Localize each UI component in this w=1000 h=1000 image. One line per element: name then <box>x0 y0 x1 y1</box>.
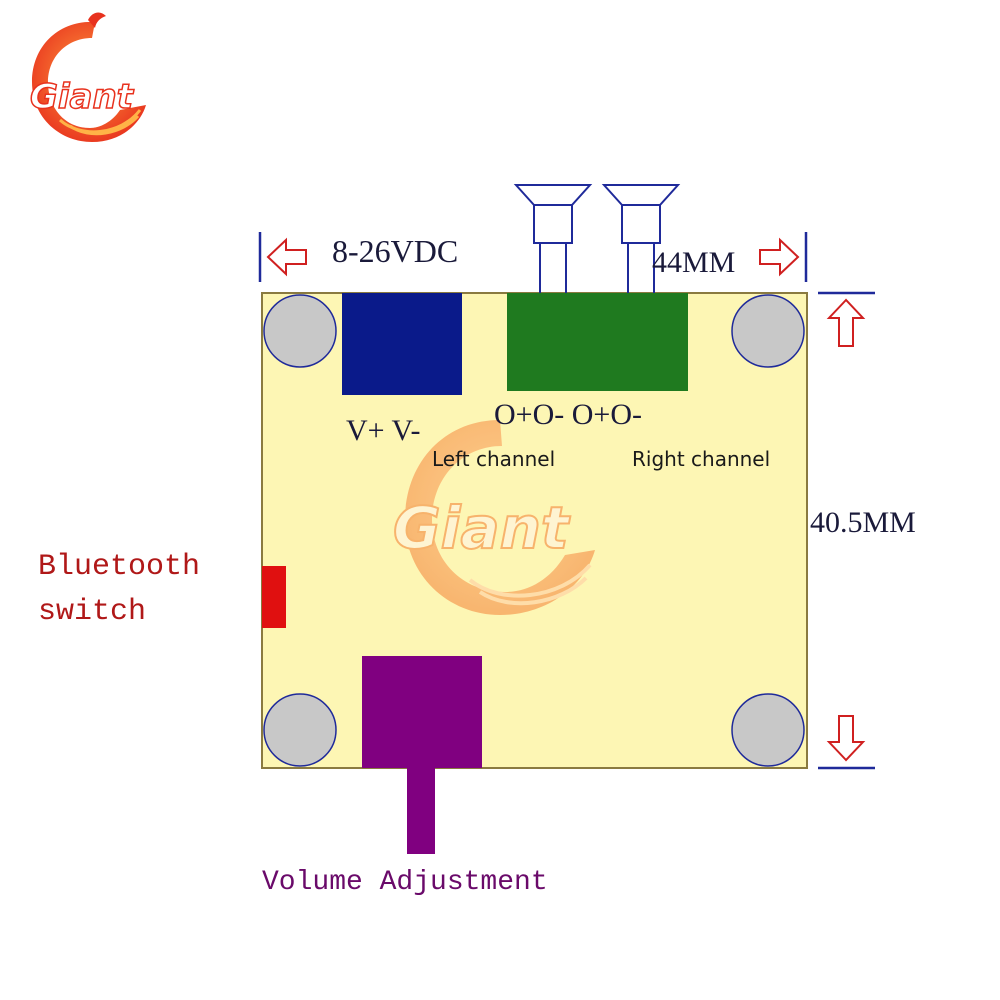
height-dimension <box>818 291 875 770</box>
volume-knob-shaft <box>407 768 435 854</box>
mount-hole-bottom-left <box>263 693 337 767</box>
height-label: 40.5MM <box>810 506 916 539</box>
bluetooth-switch <box>262 566 286 628</box>
width-label: 44MM <box>652 246 735 279</box>
mount-hole-top-right <box>731 294 805 368</box>
voltage-label: 8-26VDC <box>332 233 458 269</box>
left-channel-label: Left channel <box>432 447 555 471</box>
volume-knob-body <box>362 656 482 768</box>
watermark-text: Giant <box>393 494 571 562</box>
mount-hole-bottom-right <box>731 693 805 767</box>
width-arrow-right <box>759 237 800 277</box>
volume-potentiometer <box>362 656 482 854</box>
bluetooth-label-line1: Bluetooth <box>38 550 200 584</box>
width-dimension <box>258 232 808 282</box>
logo-text: Giant <box>30 77 135 117</box>
output-terminal-label: O+O- O+O- <box>494 398 642 431</box>
speaker-terminal <box>507 293 688 391</box>
width-arrow-left <box>266 237 307 277</box>
left-speaker-icon <box>513 184 593 293</box>
right-channel-label: Right channel <box>632 447 770 471</box>
mount-hole-top-left <box>263 294 337 368</box>
volume-label: Volume Adjustment <box>262 867 548 898</box>
speaker-icons <box>513 184 681 293</box>
bluetooth-label-line2: switch <box>38 595 146 629</box>
height-arrow-bottom <box>826 715 866 762</box>
mounting-holes <box>263 294 805 767</box>
giant-logo: Giant <box>29 12 146 142</box>
power-terminal <box>342 293 462 395</box>
giant-watermark: Giant <box>392 420 595 615</box>
power-terminal-label: V+ V- <box>346 414 420 447</box>
right-speaker-icon <box>601 184 681 293</box>
height-arrow-top <box>826 298 866 347</box>
